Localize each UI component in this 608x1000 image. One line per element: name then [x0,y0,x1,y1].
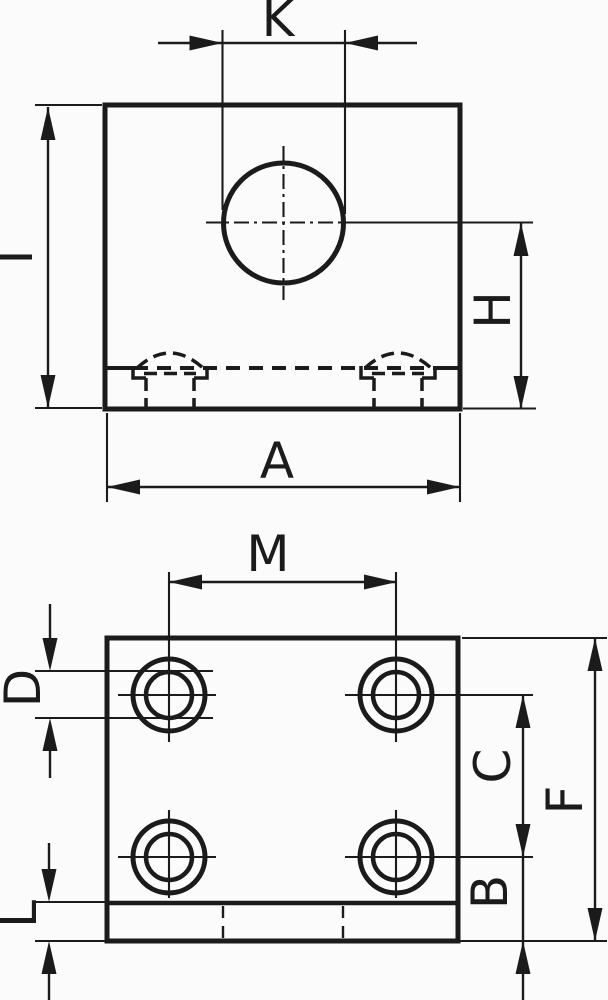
dim-F-label: F [536,786,594,815]
dim-H: H [463,223,536,410]
dim-K: K [158,0,417,214]
dim-I-arrow-bottom [40,375,56,408]
screw-head-dome [135,351,205,370]
hidden-screw-right [359,351,437,407]
dim-C-arrow-bottom [515,824,531,857]
dim-F-arrow-top [587,638,603,671]
hole-bottom-left [118,810,216,898]
dim-C-label: C [464,749,522,784]
dim-M-label: M [246,525,289,583]
hole-bottom-right [345,810,533,898]
bottom-view-outline [104,635,461,944]
dim-H-arrow-top [513,223,529,256]
bottom-view: M D C B F [0,525,607,1000]
dim-B: B [461,875,531,974]
dim-I-arrow-top [40,107,56,140]
recess-bracket [359,366,437,380]
dim-L-arrow-top [41,869,57,902]
dim-D: D [0,604,213,778]
dim-K-arrow-left [189,35,223,51]
dim-K-label: K [262,0,296,48]
hole-top-right [345,572,533,742]
dim-D-arrow-bottom [42,718,58,751]
screw-head-dome [363,351,433,370]
dim-A-label: A [260,432,294,490]
dim-D-arrow-top [42,638,58,671]
dim-L: L [0,843,107,1000]
dim-M-arrow-right [364,574,397,590]
recess-bracket [131,366,209,380]
dim-K-arrow-right [345,35,378,51]
hole-top-left [118,572,216,742]
dim-H-arrow-bottom [513,376,529,409]
dim-I: I [0,103,102,410]
dim-F: F [458,636,607,943]
dim-A-arrow-left [107,479,140,495]
front-view: K I H A [0,0,536,502]
dim-B-label: B [461,875,519,909]
front-view-outline [102,102,463,412]
dim-A: A [105,413,462,502]
dim-F-arrow-bottom [587,908,603,941]
dim-B-arrow-bottom [515,941,531,974]
dim-D-label: D [0,669,52,708]
dim-A-arrow-right [427,479,460,495]
dim-C-arrow-top [515,695,531,728]
dim-M-arrow-left [169,574,202,590]
dim-L-arrow-bottom [41,941,57,974]
dim-I-label: I [0,250,44,265]
dim-L-label: L [0,900,48,928]
hidden-screw-left [131,351,209,407]
dim-M: M [169,525,397,590]
dim-H-label: H [464,291,522,329]
